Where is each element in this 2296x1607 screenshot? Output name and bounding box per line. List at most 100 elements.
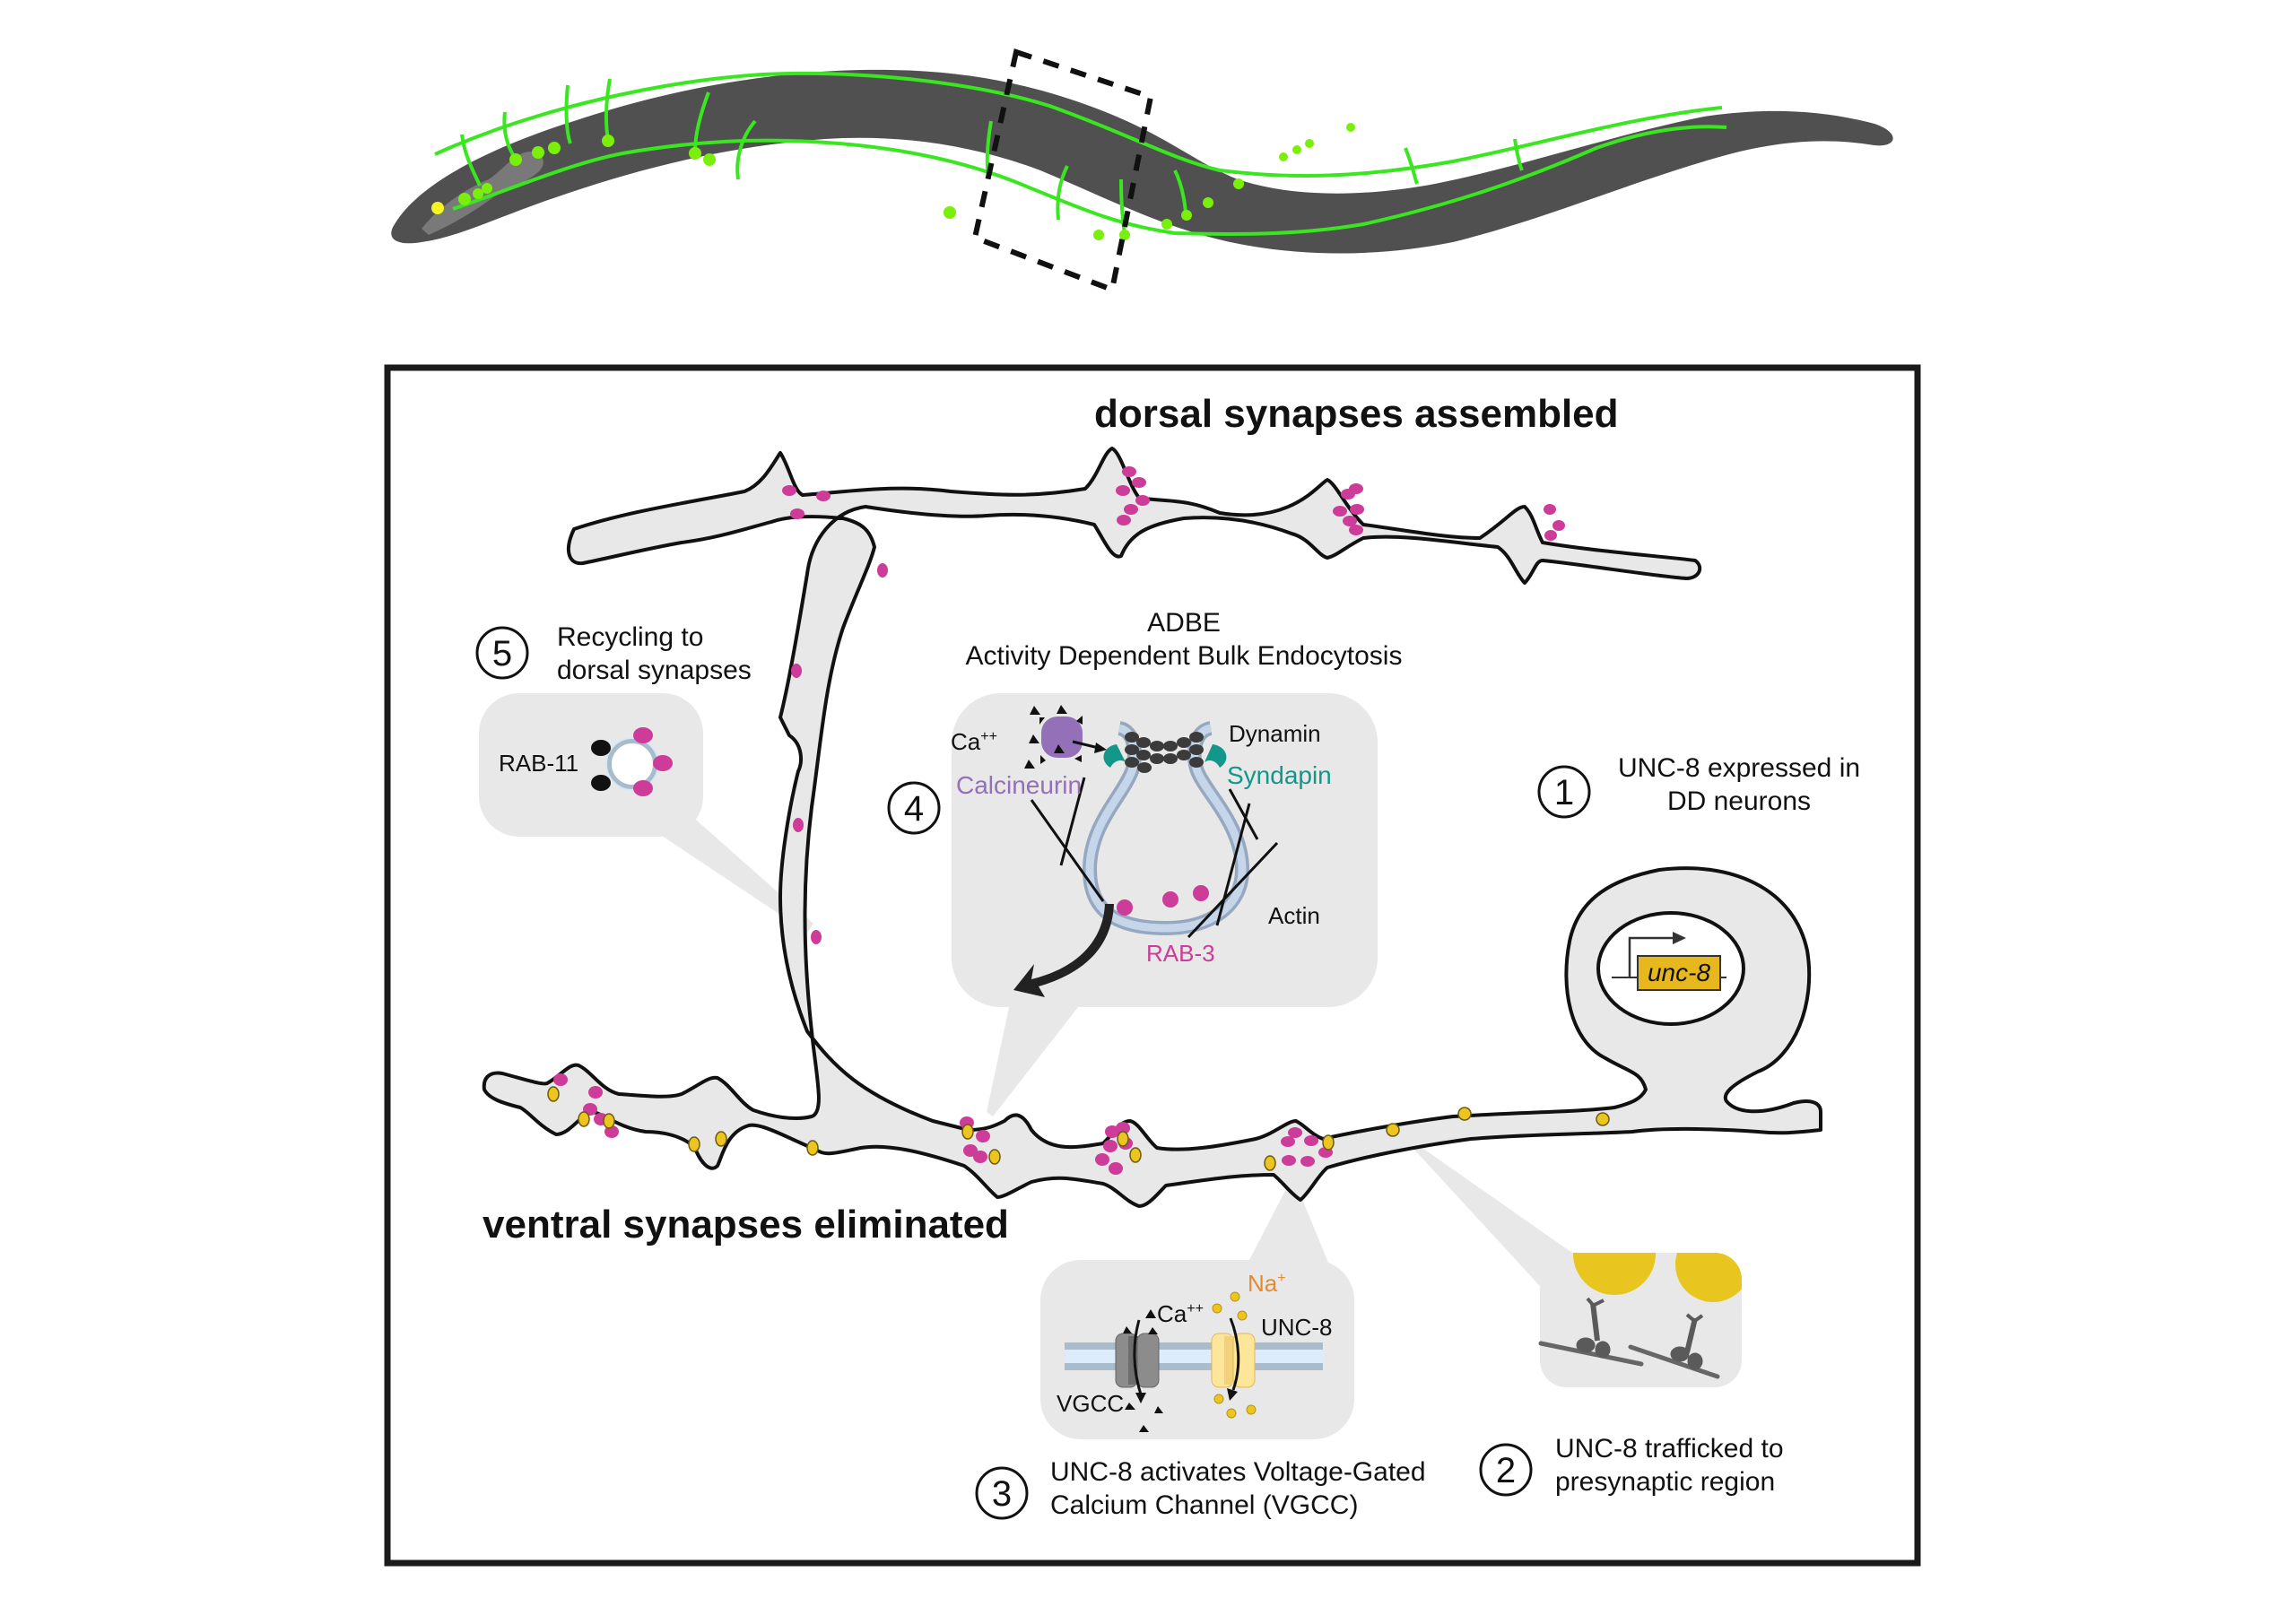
rab3-vesicle	[782, 485, 796, 496]
step-5-text-line1: Recycling to	[557, 622, 703, 652]
syndapin-icon	[1205, 744, 1227, 768]
synapse-dot	[482, 183, 492, 194]
callout-pointer-4	[987, 986, 1094, 1116]
step-4-number: 4	[904, 789, 924, 829]
motor-protein-icon	[1670, 1313, 1704, 1370]
unc8-channel-label: UNC-8	[1261, 1314, 1332, 1341]
rab3-vesicle	[877, 563, 888, 578]
unc8-vesicle	[1117, 1131, 1129, 1147]
gene-box	[1637, 955, 1721, 991]
rab3-vesicle	[1116, 485, 1130, 496]
rab3-vesicle	[1103, 1140, 1118, 1152]
rab3-vesicle	[1117, 515, 1131, 526]
callout-pointer-5	[619, 807, 813, 933]
unc8-vesicle	[988, 1149, 1001, 1165]
synapse-dot	[1203, 197, 1213, 208]
synapse-dot	[458, 193, 471, 205]
promoter-arrow	[1628, 936, 1673, 977]
unc8-vesicle	[1129, 1147, 1142, 1163]
rab3-vesicle	[588, 1086, 603, 1099]
rab3-vesicle	[793, 818, 804, 832]
synapse-dot	[473, 188, 483, 199]
step-1-text-line2: DD neurons	[1667, 786, 1811, 816]
worm-illustration	[391, 48, 1893, 294]
step-1-number: 1	[1554, 773, 1574, 812]
bulk-endosome-inner	[1085, 724, 1247, 933]
unc8-vesicles	[547, 1086, 1610, 1171]
step-4-badge	[887, 781, 941, 835]
promoter-arrowhead-icon	[1673, 932, 1686, 944]
rab3-vesicle	[1109, 1162, 1123, 1175]
rab3-vesicle	[553, 1073, 568, 1086]
rab3-vesicle	[811, 930, 822, 944]
synapse-dot	[1119, 230, 1130, 240]
worm-body	[391, 69, 1893, 254]
rab3-vesicle	[1349, 525, 1363, 535]
step-3-text-line2: Calcium Channel (VGCC)	[1050, 1490, 1358, 1520]
rab3-vesicle	[976, 1130, 990, 1142]
dynamin-label: Dynamin	[1229, 720, 1321, 747]
step-2-text-line2: presynaptic region	[1555, 1467, 1775, 1497]
step-1-text-line1: UNC-8 expressed in	[1618, 753, 1860, 783]
ca-label-adbe: Ca++	[951, 728, 997, 755]
unc8-vesicle	[603, 1113, 615, 1129]
rab3-vesicle	[1304, 1135, 1318, 1146]
synapse-dot	[689, 147, 701, 160]
step-2-badge	[1479, 1443, 1533, 1497]
rab3-on-endosome	[1117, 885, 1209, 916]
calcineurin-complex	[1024, 705, 1107, 769]
step-1-group: 1 UNC-8 expressed in DD neurons unc-8	[1537, 753, 1860, 1026]
synapse-dot	[1305, 139, 1314, 148]
rab3-vesicle	[1122, 466, 1136, 477]
vesicle-large	[1573, 1253, 1656, 1295]
commissure	[564, 84, 572, 144]
commissure	[735, 119, 757, 180]
adbe-title: ADBE	[1147, 608, 1221, 638]
step-5-badge	[475, 626, 529, 680]
zoom-region-box	[971, 48, 1154, 294]
gene-label: unc-8	[1648, 959, 1710, 986]
rab3-vesicle	[1288, 1127, 1302, 1138]
synapse-dot	[1181, 210, 1192, 221]
synapse-dot	[548, 142, 561, 154]
sodium-ions	[1212, 1291, 1257, 1419]
microtubule	[1538, 1341, 1644, 1367]
rab3-vesicle	[1132, 477, 1146, 488]
unc8-vesicle	[1264, 1155, 1276, 1171]
vesicle-large	[1675, 1253, 1742, 1302]
step-2-number: 2	[1496, 1451, 1516, 1490]
dorsal-neurite	[482, 447, 1822, 1208]
microtubule	[1628, 1344, 1720, 1379]
rab3-vesicle	[1095, 1153, 1109, 1166]
synapse-dot	[431, 202, 444, 214]
vgcc-channel-icon	[1115, 1319, 1160, 1403]
motor-protein-icon	[1576, 1297, 1611, 1359]
step-3-callout: Ca++ Na+ UNC-8 VGCC 3 UNC-8 activates Vo…	[975, 1260, 1426, 1520]
unc8-vesicle	[1322, 1134, 1335, 1151]
rab3-vesicle	[963, 1144, 978, 1157]
retrieval-arrow-icon	[1013, 904, 1114, 997]
unc8-vesicle	[547, 1086, 560, 1102]
commissure	[1404, 147, 1419, 185]
rab3-vesicle	[1300, 1156, 1315, 1167]
step-5-callout: 5 Recycling to dorsal synapses RAB-11	[475, 622, 752, 837]
step-5-number: 5	[492, 634, 512, 673]
synapse-dot	[703, 153, 716, 166]
ventral-nerve-cord	[452, 125, 1727, 236]
callout-4-box	[952, 693, 1378, 1007]
step-3-badge	[975, 1466, 1029, 1520]
rab3-vesicle	[1282, 1155, 1296, 1166]
rab3-vesicle	[1135, 495, 1150, 506]
syndapin-icon	[1103, 744, 1126, 768]
rab11-proteins	[591, 740, 611, 791]
rab3-vesicle	[816, 491, 831, 501]
dorsal-nerve-cord	[434, 71, 1723, 178]
dorsal-heading: dorsal synapses assembled	[1094, 392, 1619, 436]
rab3-vesicle	[791, 664, 802, 678]
rab3-vesicle	[973, 1151, 987, 1163]
commissure	[460, 134, 482, 187]
rab3-vesicle	[1124, 504, 1138, 515]
vgcc-label: VGCC	[1057, 1390, 1124, 1417]
synapse-dot	[1346, 123, 1355, 132]
